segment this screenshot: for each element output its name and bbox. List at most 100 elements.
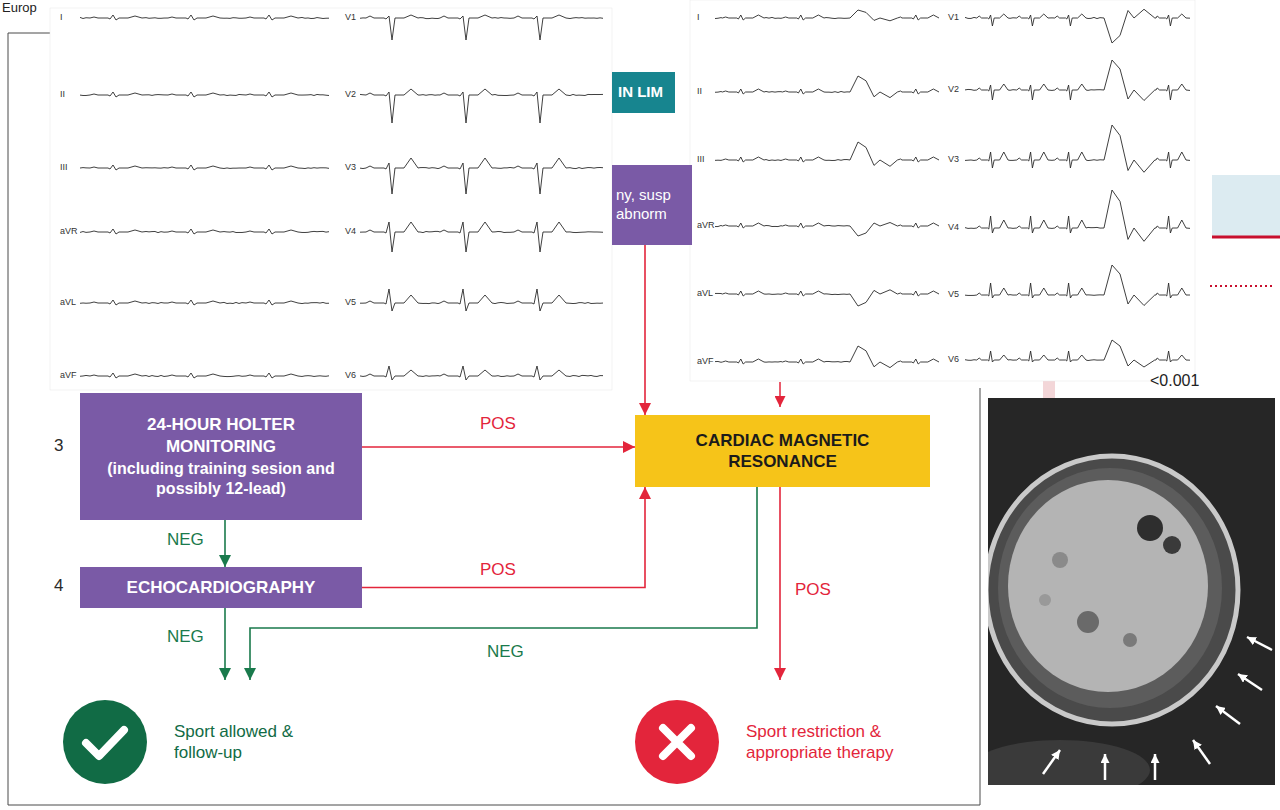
chart-dotted-line (1210, 285, 1272, 287)
ecg-trace (80, 300, 329, 305)
edge-label: POS (478, 414, 518, 434)
check-icon (62, 699, 148, 785)
mri-spot (1077, 611, 1099, 633)
mri-myocardium (998, 468, 1222, 708)
step-number: 3 (54, 437, 63, 456)
ecg-trace (80, 165, 329, 170)
cross-icon (634, 699, 720, 785)
lead-label: V4 (948, 223, 959, 233)
mri-spot (1039, 594, 1051, 606)
lead-label: V4 (345, 227, 356, 237)
lead-label: II (60, 90, 65, 100)
lead-label: aVR (697, 221, 715, 231)
mri-spot (1137, 515, 1163, 541)
lead-label: V6 (345, 371, 356, 381)
ecg-trace (965, 265, 1190, 306)
ecg-trace (80, 92, 329, 97)
process-box: 24-HOUR HOLTER MONITORING(including trai… (80, 393, 362, 520)
lead-label: II (697, 87, 702, 97)
outcome-node: Sport allowed & follow-up (62, 680, 324, 804)
connector-arrow (779, 487, 781, 680)
lead-label: V1 (345, 13, 356, 23)
lead-label: aVL (60, 298, 76, 308)
ecg-trace (715, 346, 939, 368)
ecg-trace (715, 142, 939, 166)
lead-label: aVF (697, 357, 714, 367)
mri-pointer-arrow (1247, 637, 1272, 650)
mri-pointer-arrow (1043, 750, 1060, 774)
ecg-trace (715, 290, 939, 306)
mri-pointer-arrow (1216, 706, 1240, 724)
lead-label: V3 (948, 155, 959, 165)
ecg-trace (965, 60, 1190, 101)
ecg-trace (360, 89, 603, 123)
mri-pointer-arrow (1154, 754, 1157, 780)
ecg-trace (715, 76, 939, 98)
ecg-trace (80, 229, 329, 234)
node-text: Sport restriction & appropriate therapy (746, 721, 926, 764)
lead-label: V2 (345, 90, 356, 100)
ecg-trace (80, 15, 329, 20)
node-text: IN LIM (618, 83, 663, 102)
ecg-trace (965, 125, 1190, 172)
chart-line (1212, 236, 1280, 239)
ecg-trace (360, 222, 603, 252)
lead-label: V2 (948, 85, 959, 95)
node-text: ny, susp abnorm (616, 186, 682, 224)
lead-label: V1 (948, 13, 959, 23)
lead-label: III (60, 163, 68, 173)
edge-label: NEG (485, 642, 526, 662)
ecg-trace (715, 223, 939, 237)
icon-mark (86, 730, 124, 756)
lead-label: V5 (345, 298, 356, 308)
step-number: 4 (54, 577, 63, 596)
lead-label: aVR (60, 227, 78, 237)
lead-label: I (697, 13, 700, 23)
ecg-trace (965, 9, 1190, 43)
ecg-trace (965, 340, 1190, 367)
mri-pointer-arrow (1104, 754, 1107, 780)
mri-pointer-arrow (1193, 740, 1210, 764)
outcome-node: Sport restriction & appropriate therapy (634, 680, 926, 804)
ecg-panel (50, 8, 612, 390)
connector-arrow (362, 487, 645, 588)
process-box: ECHOCARDIOGRAPHY (80, 567, 362, 608)
ecg-trace (965, 190, 1190, 241)
mri-heart-outline (988, 456, 1238, 724)
flow-box: IN LIM (612, 72, 675, 113)
ecg-trace (80, 373, 329, 378)
lead-label: aVL (697, 289, 713, 299)
ecg-trace (360, 366, 603, 380)
connector-arrow (362, 446, 635, 448)
p-value: <0.001 (1150, 372, 1199, 390)
lead-label: III (697, 155, 705, 165)
node-text: 24-HOUR HOLTER MONITORING (126, 414, 316, 457)
edge-label: POS (793, 580, 833, 600)
connector-arrow (224, 608, 226, 680)
pointer-arrow (779, 382, 781, 407)
mri-image (988, 398, 1275, 785)
mri-tissue (988, 740, 1150, 785)
icon-circle (63, 700, 147, 784)
icon-circle (635, 700, 719, 784)
connector-arrow (224, 520, 226, 567)
journal-header: Europ (2, 1, 37, 15)
connector-arrow (250, 487, 757, 680)
mri-cavity (1008, 480, 1208, 692)
lead-label: aVF (60, 371, 77, 381)
mri-pointer-arrow (1238, 674, 1262, 690)
edge-label: NEG (165, 530, 206, 550)
ecg-trace (360, 15, 603, 40)
node-text: (including training sesion and possibly … (88, 459, 354, 499)
node-text: ECHOCARDIOGRAPHY (127, 577, 316, 598)
flow-box: ny, susp abnorm (612, 165, 692, 245)
lead-label: I (60, 13, 63, 23)
ecg-trace (360, 158, 603, 194)
chart-panel (1212, 175, 1280, 236)
lead-label: V5 (948, 290, 959, 300)
